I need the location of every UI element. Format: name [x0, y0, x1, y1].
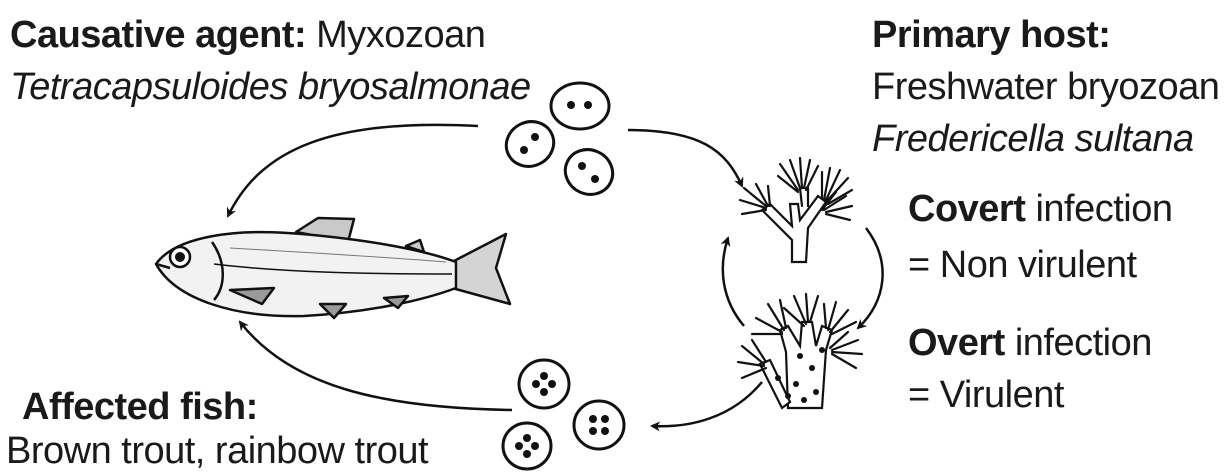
tentacle-crown — [738, 340, 766, 378]
spore-cluster-bottom — [503, 360, 624, 469]
trout-fish-illustration — [156, 218, 510, 318]
affected-fish-label: Affected fish: — [22, 388, 258, 426]
affected-fish-value: Brown trout, rainbow trout — [6, 432, 428, 470]
primary-host-label: Primary host: — [872, 16, 1110, 54]
overt-meaning: = Virulent — [908, 376, 1064, 414]
arrow-spores-to-fish — [228, 125, 478, 216]
spore-icon — [519, 360, 569, 408]
overt-rest: infection — [1015, 322, 1152, 364]
bryozoan-overt-illustration — [738, 294, 862, 408]
tentacle-crown — [740, 184, 770, 214]
covert-term: Covert — [908, 188, 1025, 230]
causative-agent-label: Causative agent: — [10, 14, 306, 56]
causative-agent-value: Myxozoan — [316, 14, 485, 56]
spore-icon — [551, 83, 609, 129]
covert-infection-label: Covert infection — [908, 190, 1172, 228]
tail-fin — [452, 234, 510, 304]
spore-icon — [499, 114, 561, 174]
arrow-fish-release — [240, 322, 512, 410]
spore-icon — [558, 142, 620, 202]
tentacle-crown — [824, 302, 856, 334]
spore-icon — [574, 401, 624, 449]
primary-host-species: Fredericella sultana — [872, 120, 1194, 158]
arrow-spores-to-bryozoan — [628, 130, 742, 186]
arrow-bryozoan-to-spores — [652, 382, 762, 426]
tentacle-crown — [778, 158, 818, 192]
causative-agent-heading: Causative agent: Myxozoan — [10, 16, 485, 54]
arrow-overt-to-covert — [723, 238, 744, 326]
overt-infection-label: Overt infection — [908, 324, 1152, 362]
covert-meaning: = Non virulent — [908, 246, 1137, 284]
arrow-covert-to-overt — [858, 228, 883, 328]
overt-term: Overt — [908, 322, 1005, 364]
causative-agent-species: Tetracapsuloides bryosalmonae — [10, 68, 531, 106]
tentacle-crown — [822, 168, 852, 204]
primary-host-line1: Freshwater bryozoan — [872, 68, 1219, 106]
covert-rest: infection — [1035, 188, 1172, 230]
tentacle-crown — [822, 192, 852, 220]
bryozoan-covert-illustration — [740, 158, 852, 262]
tentacle-crown — [830, 332, 862, 368]
spore-icon — [503, 423, 551, 469]
